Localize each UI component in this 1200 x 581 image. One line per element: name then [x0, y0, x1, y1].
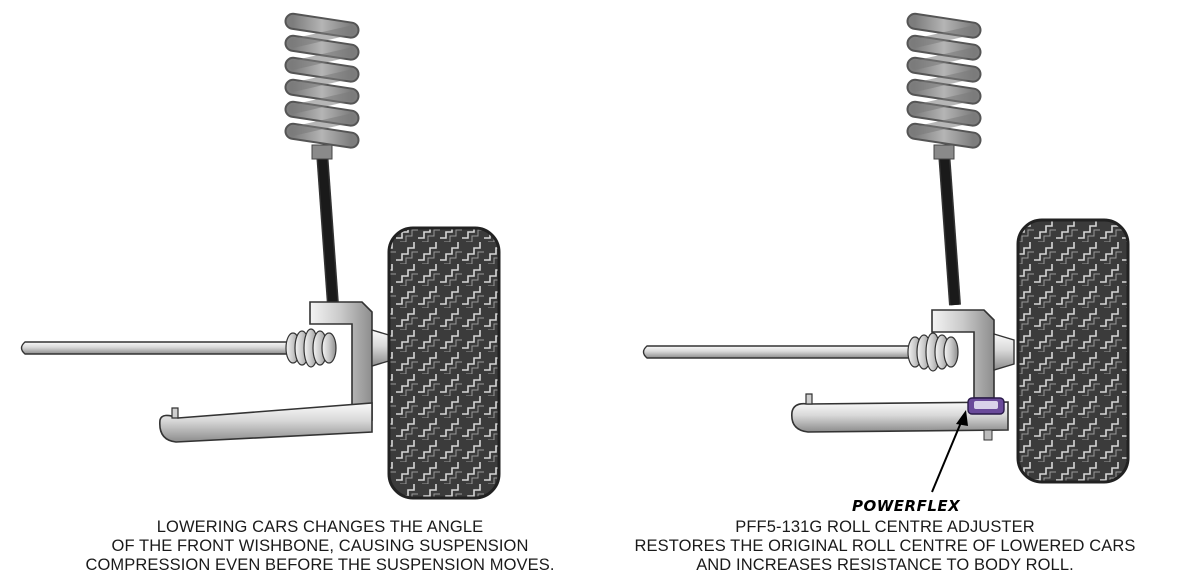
tyre	[387, 226, 501, 500]
left-suspension-assembly	[20, 12, 501, 500]
powerflex-logo: POWERFLEX	[852, 497, 961, 515]
cv-boot	[907, 332, 959, 372]
coil-spring	[906, 12, 982, 149]
left-caption-line-1: LOWERING CARS CHANGES THE ANGLE	[156, 518, 484, 536]
adjuster-bush-highlight	[974, 401, 998, 409]
spring-coil	[908, 14, 980, 147]
damper-rod	[317, 151, 338, 306]
cv-boot-ring	[943, 336, 959, 368]
left-caption-line-3: COMPRESSION EVEN BEFORE THE SUSPENSION M…	[85, 556, 555, 574]
damper-rod	[939, 151, 960, 306]
damper-collar	[311, 144, 333, 160]
tyre	[1016, 218, 1130, 484]
coil-spring	[284, 12, 360, 149]
wheel-hub	[993, 333, 1015, 371]
cv-boot-ring	[321, 332, 337, 364]
lower-wishbone	[791, 401, 1009, 433]
spring-coil-back	[288, 25, 356, 136]
wishbone-pivot-pin	[171, 407, 179, 419]
wishbone-pivot-pin	[805, 393, 813, 405]
right-caption-line-3: AND INCREASES RESISTANCE TO BODY ROLL.	[696, 556, 1074, 574]
right-suspension-assembly	[642, 12, 1130, 493]
spring-coil	[286, 14, 358, 147]
adjuster-bolt	[983, 429, 993, 441]
damper-collar	[933, 144, 955, 160]
drive-shaft	[642, 345, 923, 359]
callout-arrow	[931, 419, 963, 493]
right-caption-line-2: RESTORES THE ORIGINAL ROLL CENTRE OF LOW…	[634, 537, 1136, 555]
right-caption-line-1: PFF5-131G ROLL CENTRE ADJUSTER	[735, 518, 1035, 536]
cv-boot	[285, 328, 337, 368]
drive-shaft	[20, 341, 301, 355]
callout-arrowhead	[956, 410, 968, 426]
spring-coil-back	[910, 25, 978, 136]
left-caption-line-2: OF THE FRONT WISHBONE, CAUSING SUSPENSIO…	[111, 537, 529, 555]
lower-wishbone	[159, 402, 373, 443]
right-caption: PFF5-131G ROLL CENTRE ADJUSTER RESTORES …	[600, 518, 1170, 575]
left-caption: LOWERING CARS CHANGES THE ANGLE OF THE F…	[0, 518, 640, 575]
